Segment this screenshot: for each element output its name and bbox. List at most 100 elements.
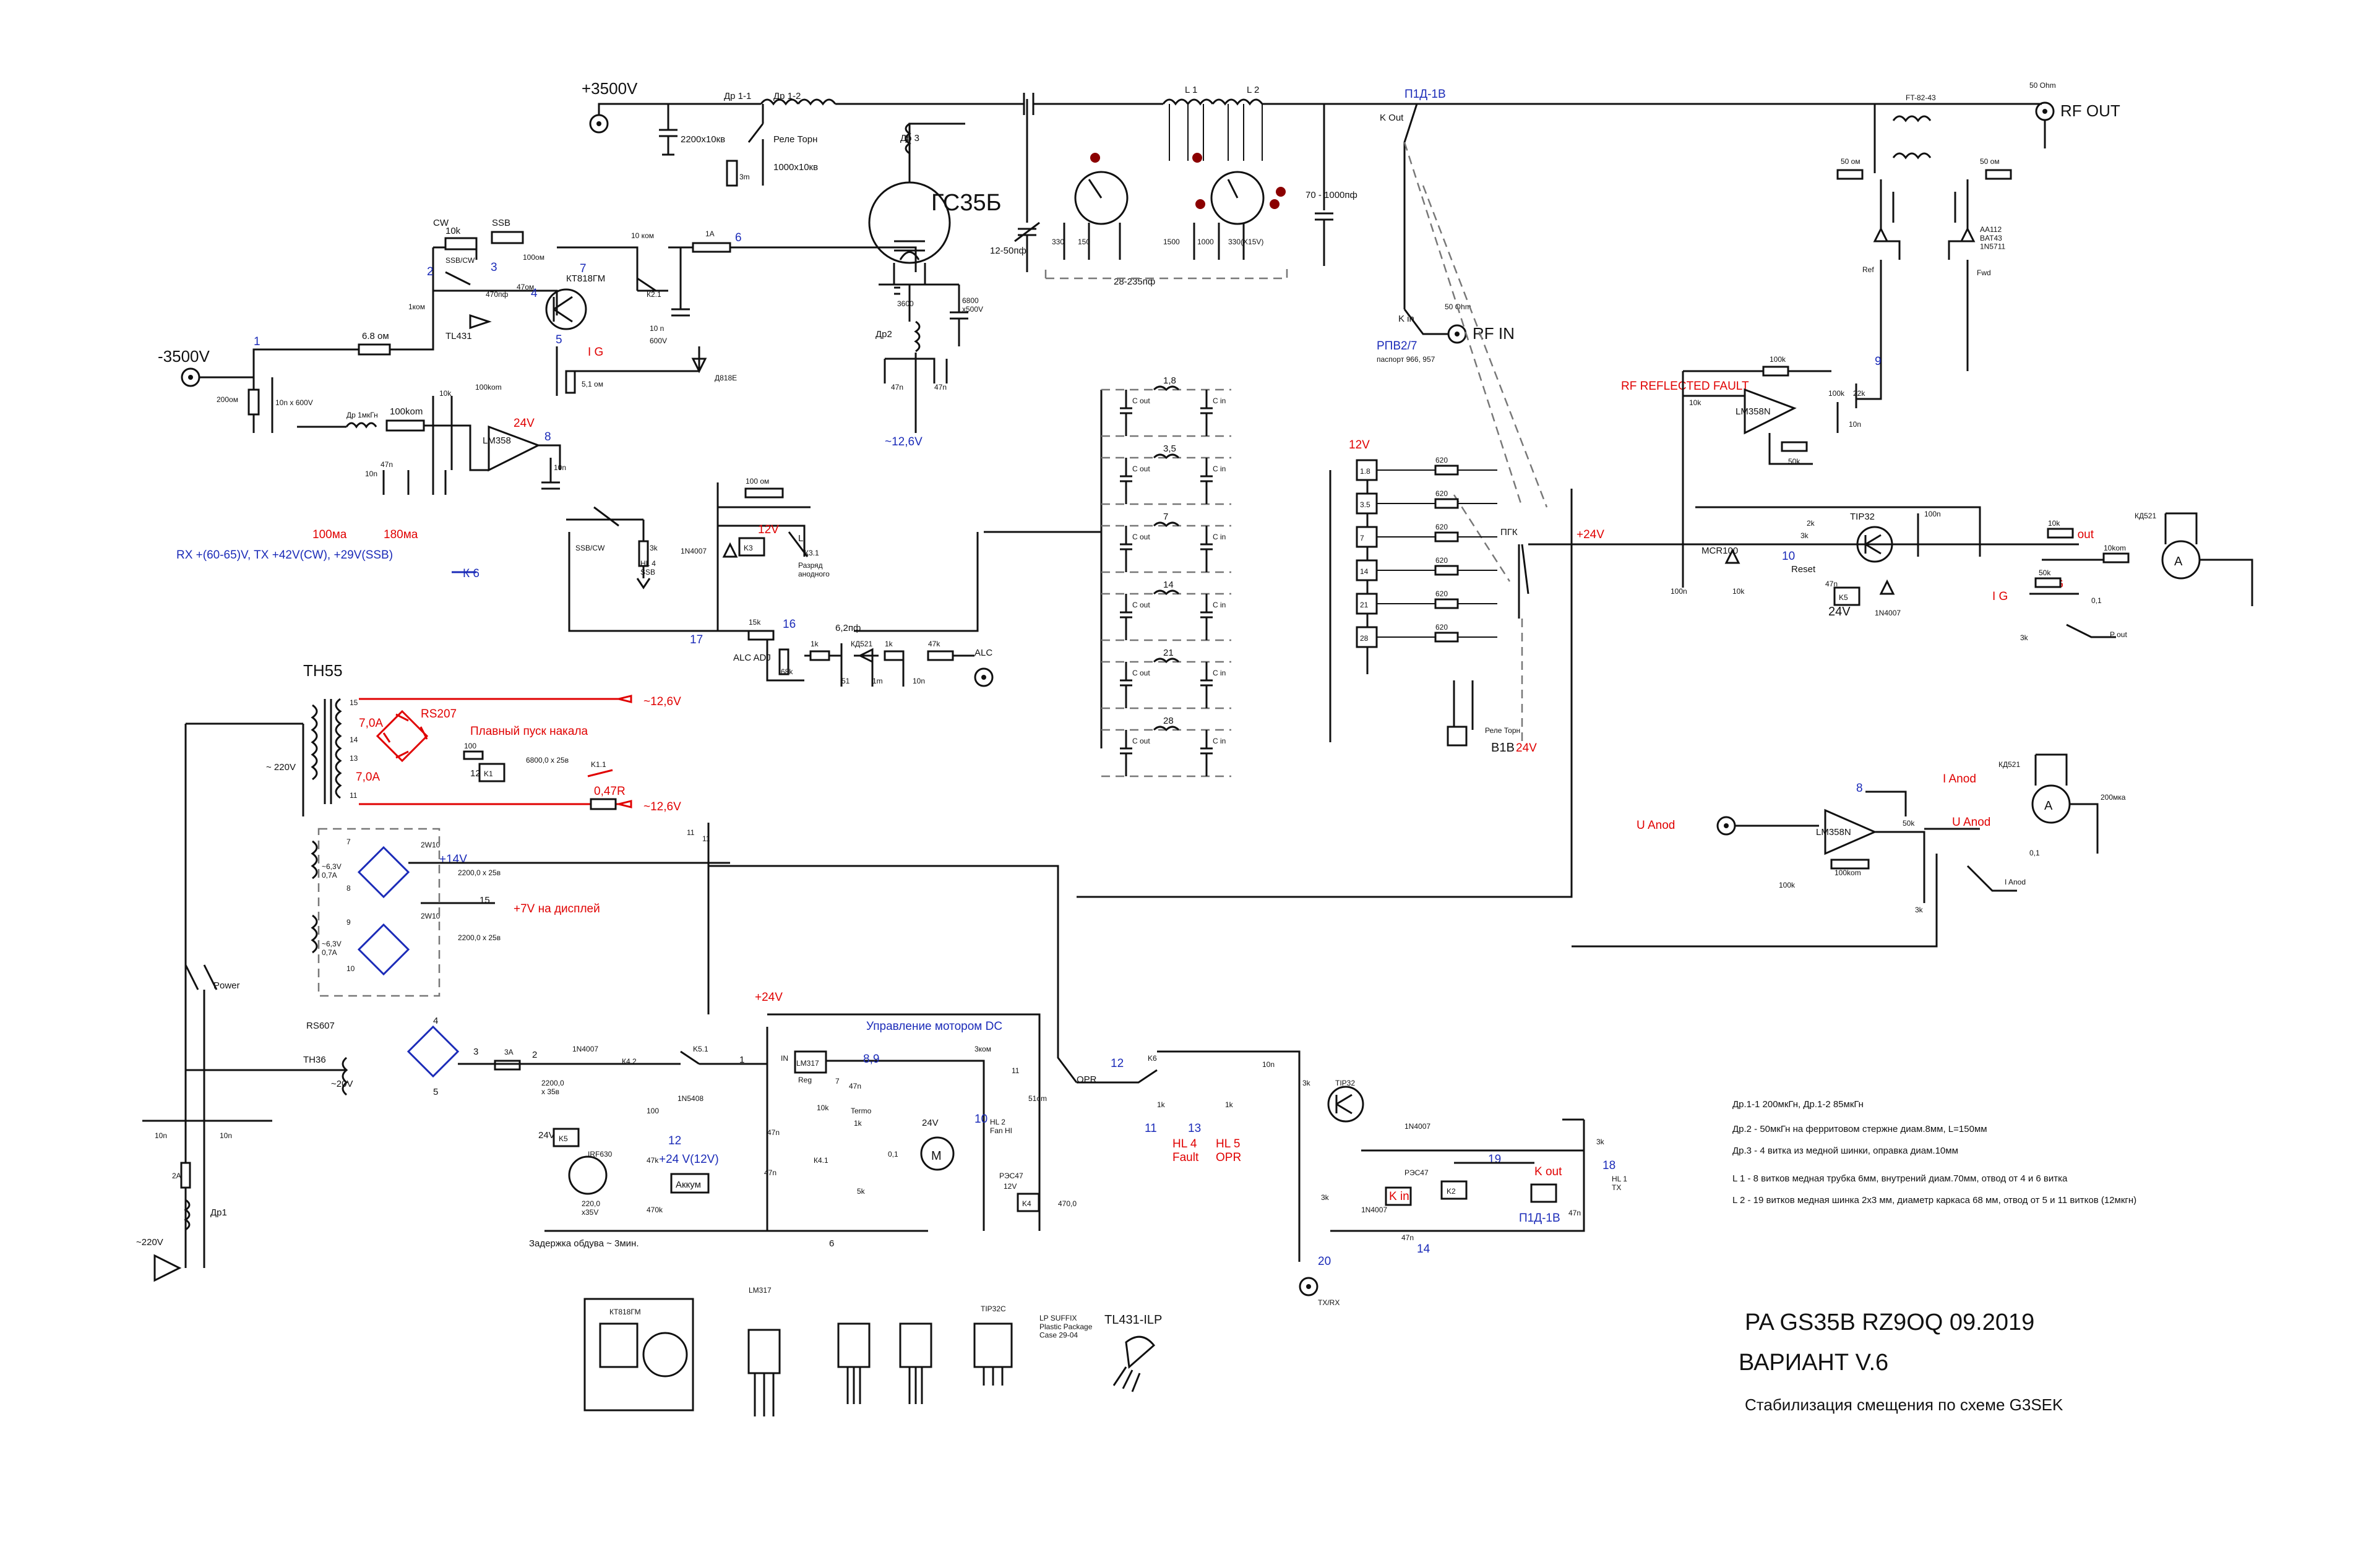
c-in-label: C in xyxy=(1213,601,1226,609)
band-coil xyxy=(1153,521,1180,528)
lm358-a-label: LM358 xyxy=(483,435,511,446)
c-out-cap xyxy=(1120,526,1132,572)
v1v-24-label: 24V xyxy=(1516,742,1537,755)
note-1: Др.2 - 50мкГн на ферритовом стержне диам… xyxy=(1732,1124,1987,1134)
relay-torn-label: Реле Торн xyxy=(773,134,817,145)
band-led-resistor xyxy=(1434,465,1459,476)
k-out2-label: K out xyxy=(1534,1165,1562,1178)
r-1k-b: 1k xyxy=(885,640,893,648)
i-anod-label: I Anod xyxy=(1943,773,1976,786)
akkum-v-label: +24 V(12V) xyxy=(659,1153,719,1166)
r-68k: 68k xyxy=(781,667,793,676)
ssb-label: SSB xyxy=(492,218,510,228)
r-22k: 22k xyxy=(1853,389,1865,398)
fil-minus-c: ~12,6V xyxy=(643,800,681,813)
band-led-r-label: 620 xyxy=(1435,456,1448,465)
r-47k: 47k xyxy=(928,640,940,648)
marker-3: 3 xyxy=(491,261,497,274)
c470-label: 470,0 xyxy=(1058,1199,1077,1208)
r-100om: 100ом xyxy=(523,253,544,262)
marker-17: 17 xyxy=(690,633,703,646)
r-3k-f: 3k xyxy=(1321,1193,1330,1202)
c-10n-c: 10n xyxy=(554,463,566,472)
i-g-label: I G xyxy=(588,346,603,359)
c-out-cap xyxy=(1120,594,1132,640)
v12b-label: 12V xyxy=(1349,439,1370,452)
r-3k-d: 3k xyxy=(1915,906,1924,914)
r-200om: 200ом xyxy=(217,395,238,404)
c-in-label: C in xyxy=(1213,465,1226,473)
ft8243-label: FT-82-43 xyxy=(1906,93,1936,102)
rpv-label: РПВ2/7 xyxy=(1377,340,1417,353)
r-51om: 51om xyxy=(1028,1094,1047,1103)
w10b-label: 2W10 xyxy=(421,912,441,920)
hv-plus-label: +3500V xyxy=(582,79,638,98)
note-4: L 2 - 19 витков медная шинка 2х3 мм, диа… xyxy=(1732,1195,2136,1206)
r-100k-c: 100k xyxy=(1828,389,1845,398)
r-3kom: 3ком xyxy=(974,1045,991,1053)
a7-2-label: 7,0A xyxy=(356,771,380,784)
c-47n-i: 47n xyxy=(764,1168,776,1177)
marker-1: 1 xyxy=(254,335,260,348)
c-out-label: C out xyxy=(1132,396,1150,405)
pin-13: 13 xyxy=(350,754,358,763)
c-0-1-c: 0,1 xyxy=(888,1150,898,1159)
pi-network: L 1 L 2 12-50пф 330 150 1500 1000 330(Х1… xyxy=(990,85,1417,287)
r-6k8: 6.8 ом xyxy=(362,331,389,341)
title-line2: ВАРИАНТ V.6 xyxy=(1739,1350,1888,1376)
i-anod2-label: I Anod xyxy=(2005,878,2026,886)
r-10k-h: 10k xyxy=(817,1103,829,1112)
c-out-label: C out xyxy=(1132,533,1150,541)
r-15k: 15k xyxy=(749,618,761,627)
fuse-3a: 3A xyxy=(504,1048,514,1056)
r-5k: 5k xyxy=(857,1187,866,1196)
c-100n-b: 100n xyxy=(1924,510,1941,518)
th55-label: ТН55 xyxy=(303,661,343,680)
band-label: 3,5 xyxy=(1163,443,1176,454)
marker-6: 6 xyxy=(735,231,742,244)
r-50k-c: 50k xyxy=(1903,819,1915,828)
r-100-c: 100 xyxy=(647,1107,659,1115)
d-1n4007-c: 1N4007 xyxy=(572,1045,598,1053)
c-47n-h: 47n xyxy=(767,1128,780,1137)
tube-name: ГС35Б xyxy=(931,190,1002,216)
c-out-label: C out xyxy=(1132,669,1150,677)
marker-2: 2 xyxy=(427,265,434,278)
v1v-label: В1В xyxy=(1491,741,1515,755)
rx-tx-text: RX +(60-65)V, TX +42V(CW), +29V(SSB) xyxy=(176,549,393,562)
c-in-label: C in xyxy=(1213,737,1226,745)
marker-8: 8 xyxy=(544,431,551,443)
pgk-label: ПГК xyxy=(1500,527,1518,538)
c-out-cap xyxy=(1120,390,1132,436)
r-10kom: 10 ком xyxy=(631,231,654,240)
i-g2-label: I G xyxy=(1992,590,2008,603)
rec47: РЭС47 xyxy=(999,1172,1023,1180)
ssbcw2-label: SSB/CW xyxy=(575,544,605,552)
band-coil xyxy=(1153,658,1180,664)
c-10n-f: 10n xyxy=(1849,420,1861,429)
output-section: П1Д-1В K Out FT-82-43 50 Ohm RF OUT 50 о… xyxy=(1377,81,2120,508)
pin-8: 8 xyxy=(346,884,351,893)
band-led-r-label: 620 xyxy=(1435,523,1448,531)
rf-out-label: RF OUT xyxy=(2060,101,2120,120)
c-47n-b: 47n xyxy=(934,383,947,392)
power-label: Power xyxy=(213,980,240,991)
c-10n-i: 10n xyxy=(1262,1060,1275,1069)
c-out-cap xyxy=(1120,730,1132,776)
p-out2-label: P out xyxy=(2110,630,2127,639)
r-10k-e: 10k xyxy=(1689,398,1701,407)
rs607-label: RS607 xyxy=(306,1021,335,1031)
marker-13: 13 xyxy=(1188,1122,1201,1135)
r-3k-g: 3k xyxy=(1596,1137,1605,1146)
rs207-label: RS207 xyxy=(421,708,457,721)
marker-14: 14 xyxy=(1417,1243,1430,1256)
c-3m-label: 3m xyxy=(739,173,750,181)
c-10n600: 10n x 600V xyxy=(275,398,313,407)
pin-7b: 7 xyxy=(835,1077,840,1086)
